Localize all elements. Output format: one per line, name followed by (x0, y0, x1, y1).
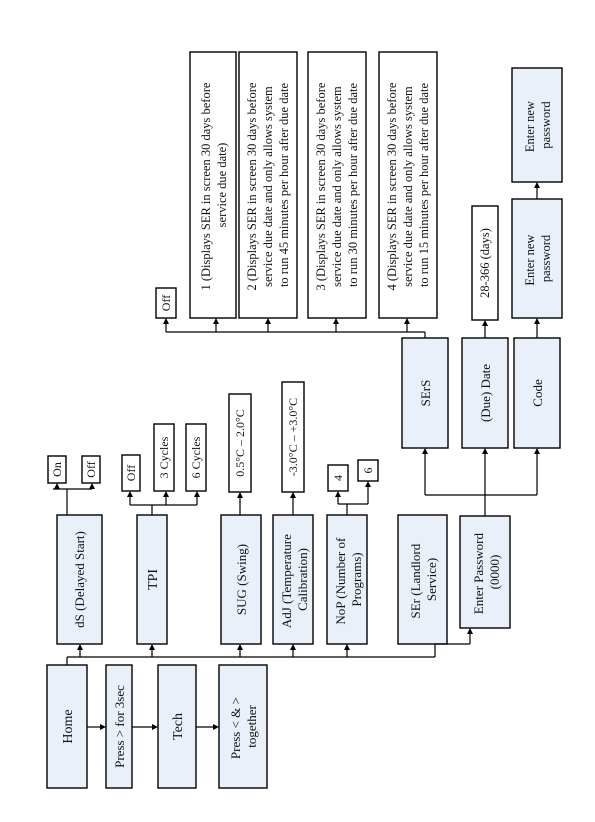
sers-box (401, 337, 449, 449)
ds-off-label: Off (84, 461, 98, 477)
sug-box (220, 514, 262, 645)
press-together-box (218, 664, 268, 789)
tech-label: Tech (171, 713, 186, 740)
nop-6-box (357, 459, 379, 482)
nop-6-label: 6 (361, 468, 375, 474)
adj-label: AdJ (Temperature Calibration) (279, 531, 310, 628)
tpi-6-box (185, 423, 207, 492)
tpi-6-label: 6 Cycles (189, 436, 203, 478)
sug-range-box (228, 393, 252, 493)
tpi-box (136, 514, 168, 645)
adj-range-box (281, 381, 305, 493)
code-label: Code (530, 379, 545, 407)
press-3sec-box (105, 664, 133, 789)
description-4-box (378, 51, 438, 319)
ds-on-box (47, 455, 67, 484)
days-box (471, 205, 499, 321)
nop-4-label: 4 (331, 475, 345, 481)
enter-new-password-1-box (511, 198, 563, 319)
tpi-off-label: Off (124, 465, 138, 481)
sug-range-label: 0.5°C – 2.0°C (233, 409, 247, 477)
enter-new-password-1-label: Enter new password (523, 231, 553, 285)
enter-new-password-2-label: Enter new password (523, 98, 553, 152)
sers-label: SErS (418, 380, 433, 407)
description-2-box (238, 51, 298, 319)
tech-box (157, 664, 197, 789)
description-1: 1 (Displays SER in screen 30 days before… (199, 79, 229, 290)
enter-password-label: Enter Password (0000) (471, 530, 502, 615)
nop-label: NoP (Number of Programs) (333, 534, 364, 624)
nop-4-box (327, 464, 349, 492)
days-label: 28-366 (days) (478, 228, 492, 298)
ds-off-box (81, 455, 101, 484)
ser-box (397, 514, 448, 645)
due-date-box (461, 337, 509, 449)
adj-box (272, 514, 314, 645)
tpi-3-box (153, 423, 175, 492)
ds-on-label: On (50, 462, 64, 477)
description-4: 4 (Displays SER in screen 30 days before… (385, 79, 431, 290)
ds-label: dS (Delayed Start) (72, 531, 87, 628)
description-3: 3 (Displays SER in screen 30 days before… (314, 79, 360, 290)
ser-label: SEr (Landlord Service) (408, 541, 439, 619)
ds-box (56, 514, 103, 645)
description-2: 2 (Displays SER in screen 30 days before… (245, 79, 291, 290)
description-1-box (189, 51, 237, 319)
sers-off-box (155, 287, 177, 319)
nop-box (326, 514, 368, 645)
tpi-off-box (121, 454, 141, 492)
enter-password-box (459, 515, 511, 629)
home-label: Home (61, 709, 76, 743)
sers-off-label: Off (159, 295, 173, 311)
description-3-box (307, 51, 367, 319)
sug-label: SUG (Swing) (234, 544, 249, 615)
home-box (46, 664, 88, 789)
adj-range-label: -3.0°C – +3.0°C (286, 398, 300, 476)
press-together-label: Press < & > together (228, 694, 259, 759)
enter-new-password-2-box (511, 67, 563, 183)
tpi-label: TPI (146, 569, 161, 590)
due-date-label: (Due) Date (478, 364, 493, 422)
press-3sec-label: Press > for 3sec (112, 685, 127, 768)
tpi-3-label: 3 Cycles (157, 436, 171, 478)
